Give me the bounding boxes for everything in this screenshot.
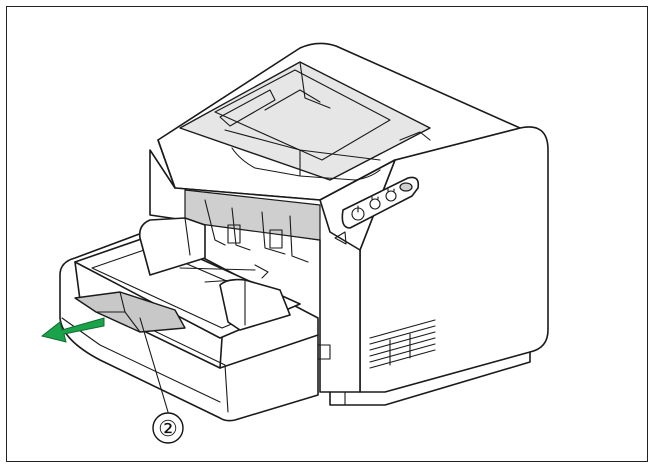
pull-direction-arrow bbox=[40, 317, 105, 343]
job-button-icon bbox=[385, 188, 397, 202]
extension-tray bbox=[74, 291, 186, 333]
callout-circle bbox=[152, 412, 184, 444]
power-button-icon bbox=[399, 182, 413, 192]
feed-tray bbox=[59, 217, 319, 422]
side-vents bbox=[369, 319, 436, 369]
output-tray-recess bbox=[179, 61, 431, 181]
callout-number: ② bbox=[158, 416, 178, 441]
callout-2: ② bbox=[139, 317, 184, 444]
control-panel bbox=[334, 176, 420, 245]
skip-button-icon bbox=[369, 196, 381, 210]
start-stop-button-icon bbox=[351, 205, 365, 221]
feed-chute bbox=[184, 189, 321, 263]
